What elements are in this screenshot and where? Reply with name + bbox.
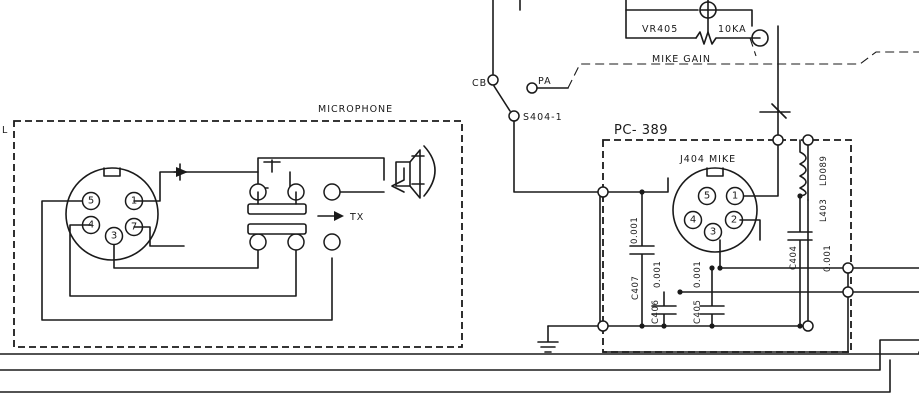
- mic-plug-connector: 5 1 4 7 3: [65, 167, 159, 261]
- mike-gain-label: MIKE GAIN: [652, 54, 711, 65]
- vr405-label: VR405: [642, 24, 678, 35]
- microphone-wiring: [41, 145, 436, 321]
- tx-label: TX: [349, 212, 364, 223]
- plug-pin-5: 5: [88, 196, 94, 207]
- microphone-label: MICROPHONE: [318, 104, 393, 115]
- jack-pin-4: 4: [690, 215, 696, 226]
- inductor-l403: [799, 139, 807, 197]
- c404-value: 0.001: [823, 245, 833, 272]
- capacitor-c406: [651, 291, 677, 327]
- mic-feed-arrow-icon: [173, 163, 188, 181]
- mic-jack-connector: 5 1 4 2 3: [672, 167, 758, 253]
- cb-label: CB: [472, 78, 487, 89]
- switch-s404-label: S404-1: [523, 112, 563, 123]
- c405-value: 0.001: [693, 261, 703, 288]
- vr405-value-label: 10KA: [718, 24, 747, 35]
- jack-pin-3: 3: [710, 227, 716, 238]
- ptt-switch: [247, 159, 341, 251]
- mike-gain-control: [519, 0, 769, 57]
- earphone-symbol-icon: [395, 149, 421, 199]
- capacitor-c407: [629, 191, 655, 327]
- c404-label: C404: [789, 245, 799, 270]
- c405-label: C405: [693, 299, 703, 324]
- jack-pin-2: 2: [731, 215, 737, 226]
- capacitor-c405: [699, 267, 725, 327]
- plug-pin-3: 3: [111, 231, 117, 242]
- tx-arrow-icon: [317, 211, 344, 221]
- l403-value: LD089: [819, 155, 829, 186]
- cb-pa-switch: [487, 0, 919, 193]
- pa-label: PA: [538, 76, 552, 87]
- c406-label: C406: [651, 299, 661, 324]
- c407-value: 0.001: [630, 217, 640, 244]
- pc389-label: PC- 389: [614, 123, 668, 138]
- capacitor-c404: [787, 195, 813, 327]
- microphone-dashed-box: [13, 120, 463, 348]
- j404-mike-label: J404 MIKE: [679, 154, 736, 165]
- jack-pin-1: 1: [732, 191, 738, 202]
- c407-label: C407: [631, 275, 641, 300]
- l403-label: L403: [819, 199, 829, 222]
- board-terminals: [597, 134, 854, 332]
- c406-value: 0.001: [653, 261, 663, 288]
- corner-mark-label: L: [2, 125, 8, 136]
- jack-pin-5: 5: [704, 191, 710, 202]
